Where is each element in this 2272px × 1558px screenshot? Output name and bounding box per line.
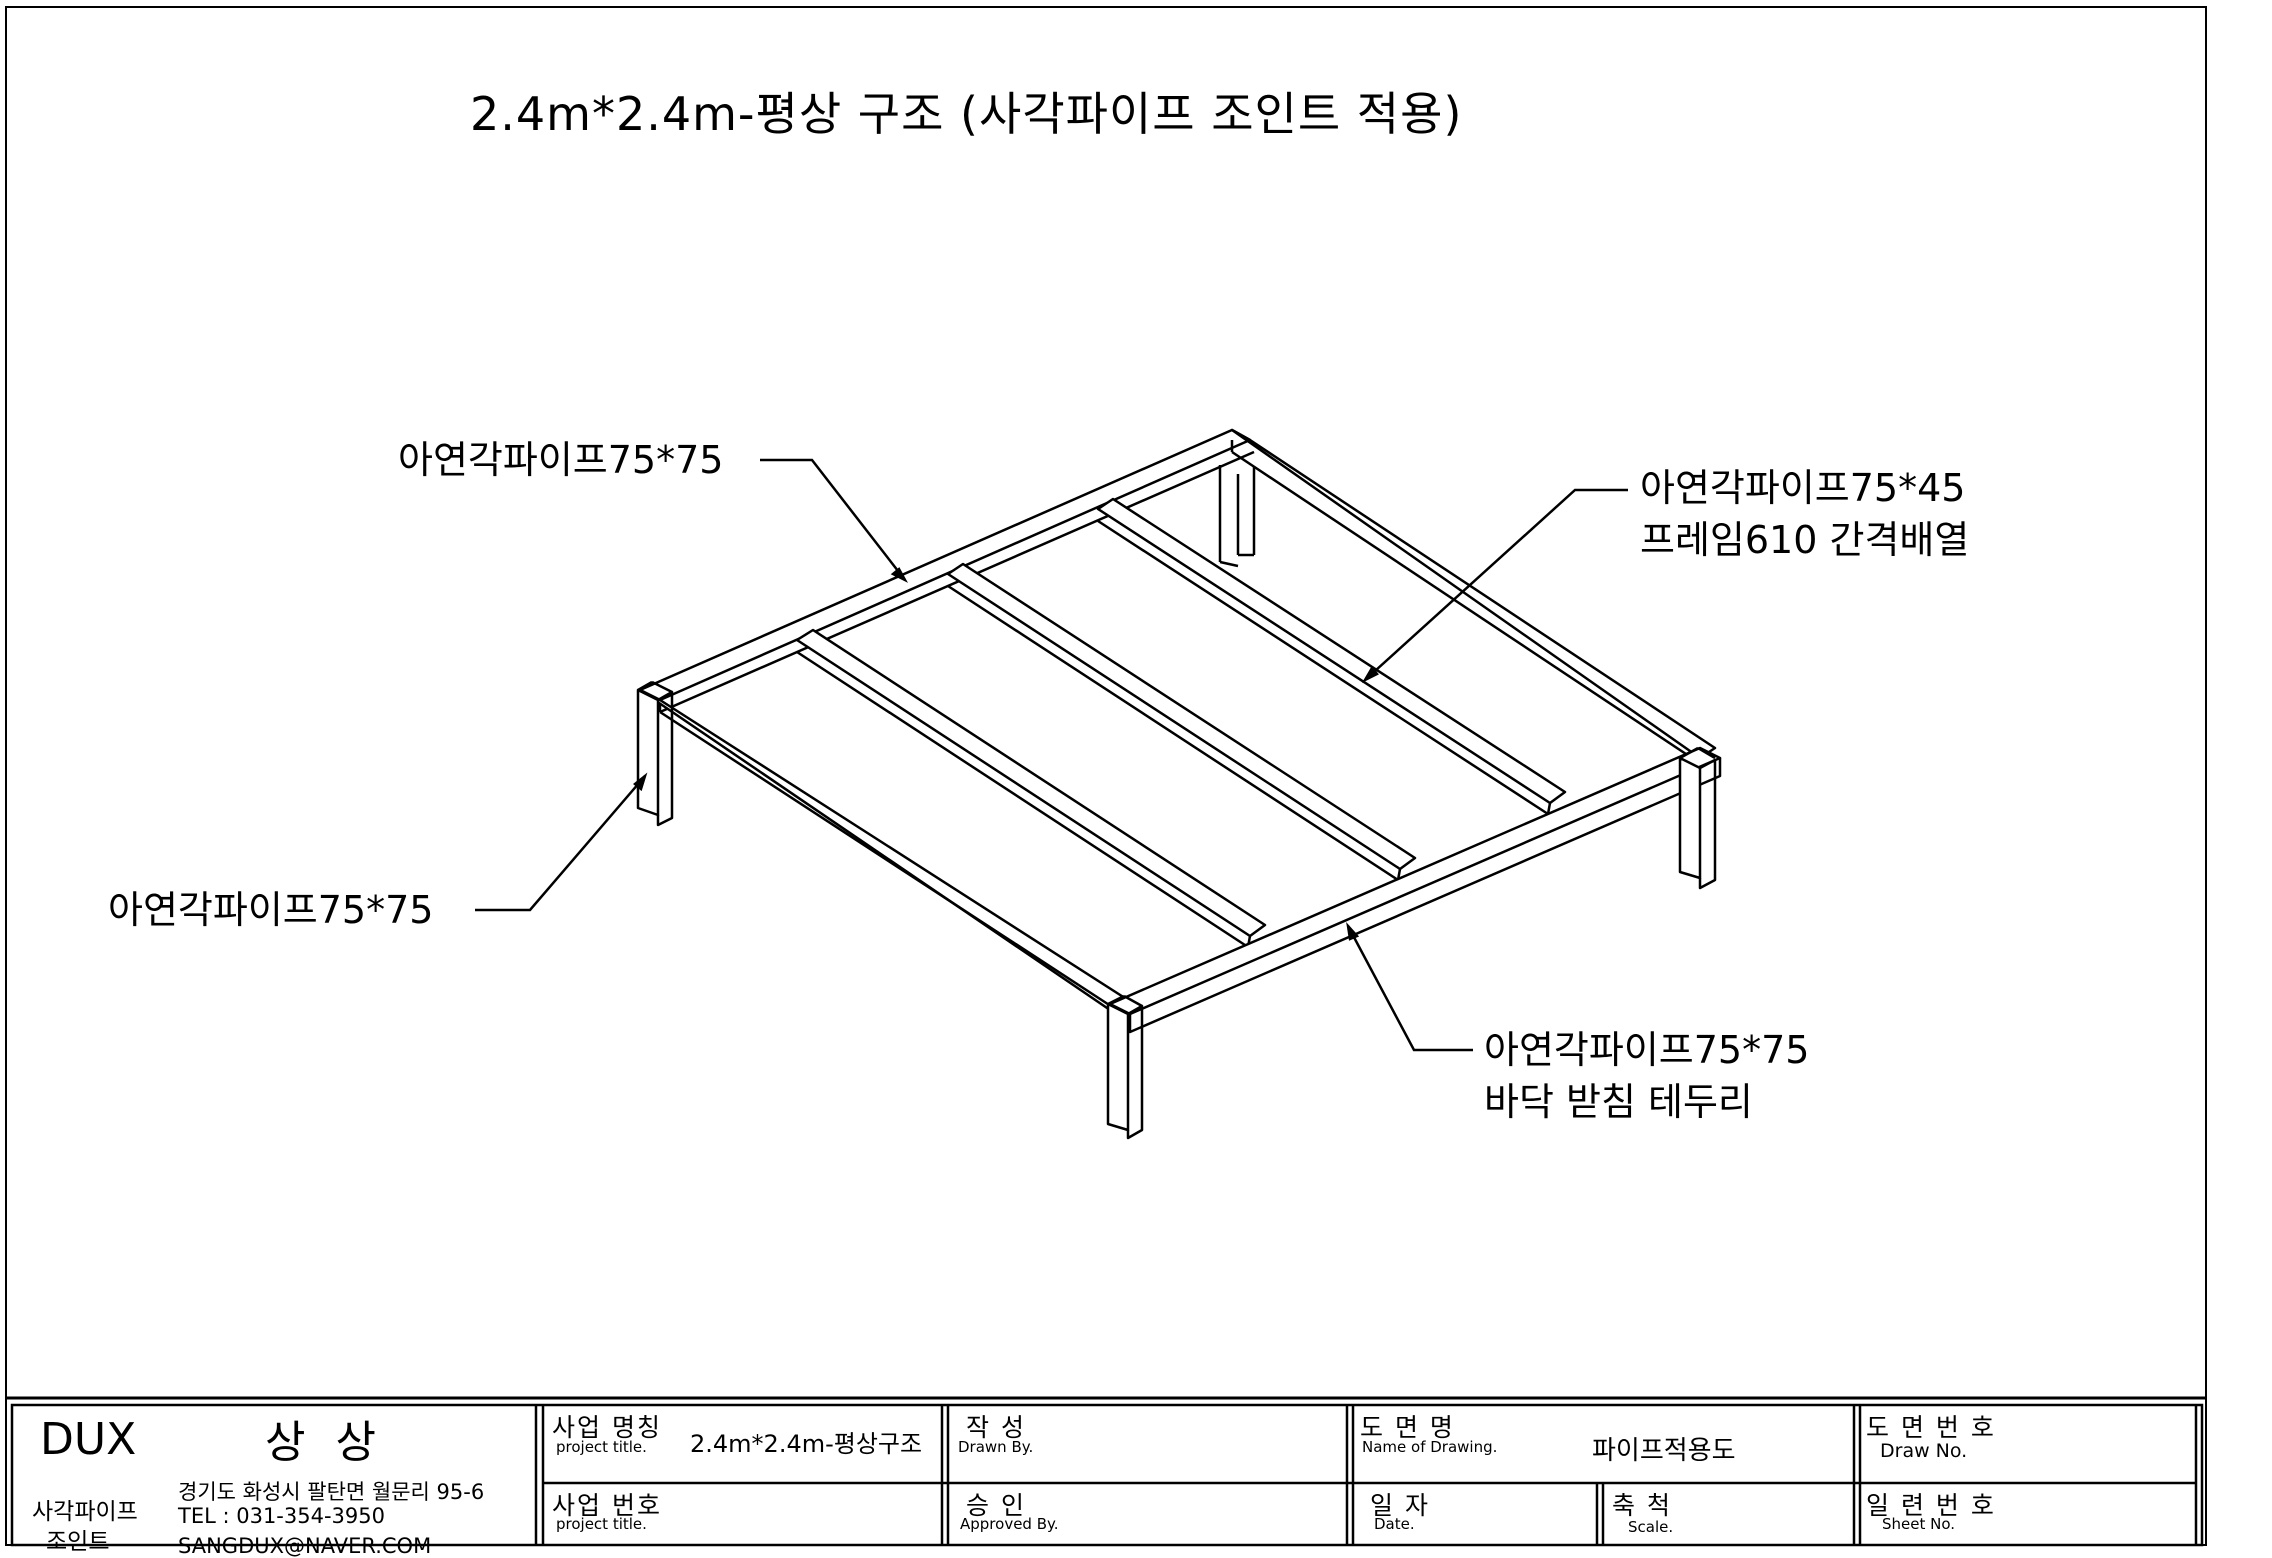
leader-left: [475, 772, 648, 912]
drawing-title: 2.4m*2.4m-평상 구조 (사각파이프 조인트 적용): [470, 87, 1463, 141]
leg-front-bottom: [1106, 994, 1144, 1140]
callout-label-top-left: 아연각파이프75*75: [398, 434, 723, 486]
callout-text: 아연각파이프75*75: [108, 888, 434, 932]
approved-by-label-en: Approved By.: [960, 1515, 1059, 1533]
titleblock-grid: [6, 1396, 2206, 1547]
scale-label: 축 척: [1612, 1491, 1672, 1520]
brand-line1: 사각파이프: [32, 1499, 138, 1525]
leader-bottom-right: [1346, 922, 1473, 1052]
callout-label-bottom-right: 아연각파이프75*75 바닥 받침 테두리: [1484, 1024, 1809, 1128]
leader-top-left: [760, 458, 909, 583]
rail-back: [638, 428, 1255, 714]
scale-label-en: Scale.: [1628, 1518, 1674, 1536]
leader-top-right: [1361, 488, 1628, 683]
company-name: DUX: [40, 1414, 137, 1465]
date-label: 일 자: [1370, 1491, 1430, 1520]
company-tel: TEL : 031-354-3950: [178, 1504, 385, 1528]
project-name-label: 사업 명칭: [552, 1413, 662, 1442]
callout-text: 아연각파이프75*75: [398, 438, 724, 482]
rail-left: [638, 688, 1130, 1014]
callout-text: 아연각파이프75*75: [1484, 1028, 1810, 1072]
draw-no-label: 도 면 번 호: [1866, 1413, 1996, 1442]
drawing-name-label: 도 면 명: [1360, 1413, 1455, 1442]
joist-2: [946, 562, 1417, 882]
approved-by-label: 승 인: [966, 1491, 1026, 1520]
joist-3: [1096, 497, 1567, 816]
drawing-name-label-en: Name of Drawing.: [1362, 1438, 1498, 1456]
leg-front-right: [1678, 746, 1717, 890]
project-name-label-en: project title.: [556, 1438, 647, 1456]
callout-text: 아연각파이프75*45: [1640, 466, 1966, 510]
rail-right: [1230, 428, 1717, 762]
drawing-name-value: 파이프적용도: [1592, 1436, 1736, 1466]
callout-text: 바닥 받침 테두리: [1484, 1080, 1753, 1124]
project-no-label-en: project title.: [556, 1515, 647, 1533]
sheet-no-label: 일 련 번 호: [1866, 1491, 1996, 1520]
pipe-frame-isometric: [636, 428, 1722, 1140]
callout-leaders: [475, 458, 1628, 1052]
callout-label-top-right: 아연각파이프75*45 프레임610 간격배열: [1640, 462, 1969, 566]
date-label-en: Date.: [1374, 1515, 1415, 1533]
drawn-by-label-en: Drawn By.: [958, 1438, 1034, 1456]
joist-1: [795, 628, 1267, 949]
callout-label-left: 아연각파이프75*75: [108, 884, 433, 936]
company-address: 경기도 화성시 팔탄면 월문리 95-6: [178, 1480, 485, 1504]
callout-text: 프레임610 간격배열: [1640, 518, 1970, 562]
project-name-value: 2.4m*2.4m-평상구조: [690, 1430, 923, 1458]
project-no-label: 사업 번호: [552, 1491, 662, 1520]
sheet-no-label-en: Sheet No.: [1882, 1515, 1956, 1533]
drawn-by-label: 작 성: [966, 1413, 1026, 1442]
sheet-border: [5, 6, 2207, 1546]
company-email: SANGDUX@NAVER.COM: [178, 1534, 432, 1558]
leg-back-right: [1218, 465, 1256, 568]
draw-no-label-en: Draw No.: [1880, 1440, 1968, 1462]
brand-line2: 조인트: [46, 1529, 110, 1555]
company-name-kr: 상 상: [265, 1417, 384, 1468]
